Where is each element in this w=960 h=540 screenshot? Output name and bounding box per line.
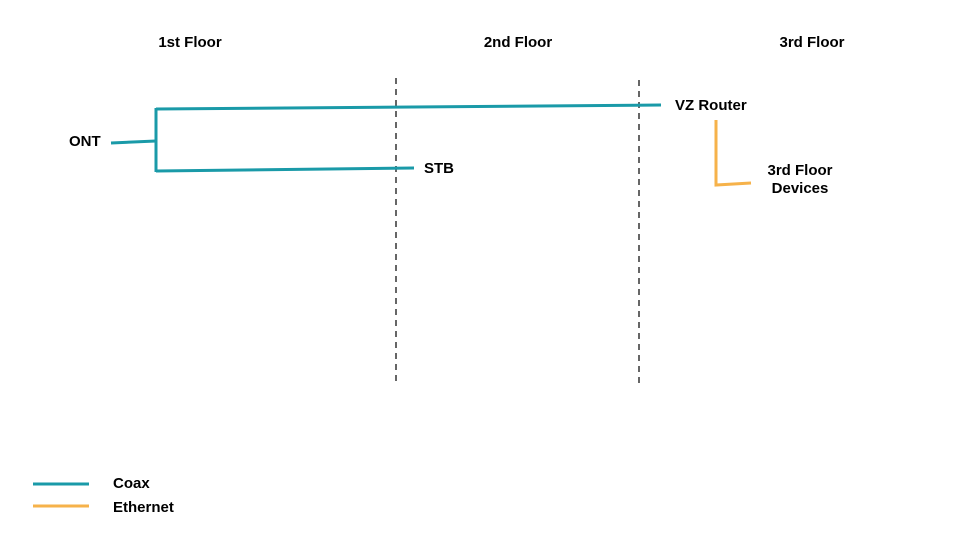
ethernet-router-to-devices xyxy=(714,120,752,187)
legend-ethernet-label: Ethernet xyxy=(113,499,174,516)
legend-coax-label: Coax xyxy=(113,475,150,492)
floor-label-1: 1st Floor xyxy=(158,34,222,51)
floor-label-2: 2nd Floor xyxy=(483,34,553,51)
node-3rd-floor-devices: 3rd Floor Devices xyxy=(767,162,833,197)
coax-ont-stub xyxy=(110,139,157,145)
coax-to-stb xyxy=(155,166,415,173)
coax-to-router xyxy=(155,103,662,111)
node-ont: ONT xyxy=(69,133,101,150)
node-stb: STB xyxy=(424,160,454,177)
floor-label-3: 3rd Floor xyxy=(779,34,845,51)
node-vz-router: VZ Router xyxy=(675,97,747,114)
